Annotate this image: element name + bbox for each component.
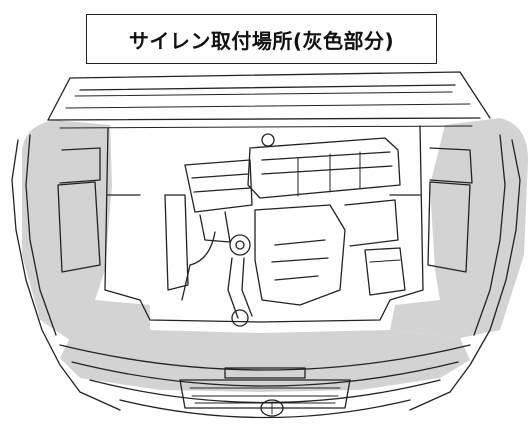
engine-block [164,133,406,327]
right-fender [409,139,521,411]
highlight-band-left [22,120,150,340]
left-fender [11,139,121,411]
right-reservoir [364,247,406,296]
valve-cover [247,137,401,199]
coolant-cap [231,309,249,327]
siren-mounting-area-highlight [22,118,528,392]
title-box: サイレン取付場所(灰色部分) [86,14,437,64]
alternator [229,234,251,256]
raised-hood [47,71,491,121]
diagram-title: サイレン取付場所(灰色部分) [128,28,395,53]
highlight-band-right [390,118,528,338]
engine-front-cover [254,204,346,306]
intake-manifold [184,159,253,213]
car-body-outline [11,71,521,419]
front-grille [179,379,351,409]
right-headlight [427,181,471,273]
left-headlight [57,181,101,273]
front-bumper [59,344,471,371]
front-emblem [260,399,284,417]
highlight-band-front [60,330,470,392]
oil-filler-cap [261,133,275,147]
